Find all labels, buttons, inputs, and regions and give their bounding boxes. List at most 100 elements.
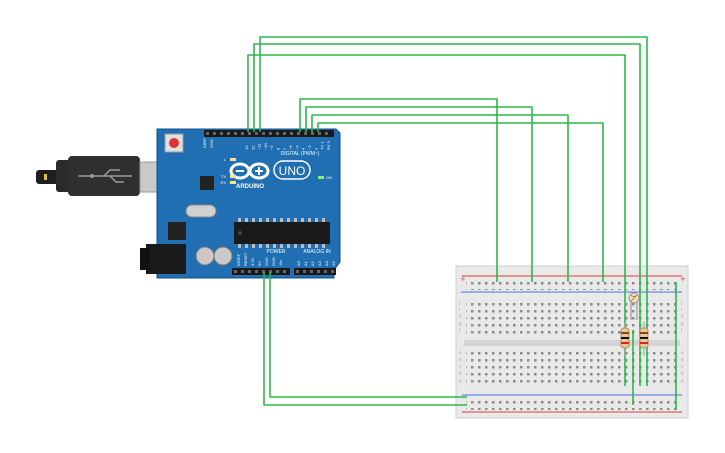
jumper-wires[interactable]	[247, 36, 677, 410]
row-letter: c	[459, 364, 461, 369]
header-hole[interactable]	[269, 270, 272, 273]
wire-5v[interactable]	[263, 272, 467, 406]
header-hole[interactable]	[283, 132, 286, 135]
header-hole[interactable]	[262, 132, 265, 135]
digital-header-holes	[206, 132, 328, 135]
row-letter: a	[681, 378, 684, 383]
brand-label: ARDUINO	[236, 184, 264, 190]
rx-led	[230, 181, 236, 184]
header-hole[interactable]	[283, 270, 286, 273]
bottom-terminal-strip[interactable]	[466, 350, 676, 386]
header-hole[interactable]	[310, 270, 313, 273]
header-hole[interactable]	[324, 270, 327, 273]
capacitor	[195, 246, 215, 266]
digital-pin-label: 8	[276, 147, 281, 150]
photoresistor[interactable]	[628, 292, 640, 320]
center-channel	[464, 340, 680, 346]
header-hole[interactable]	[220, 132, 223, 135]
analog-pin-label: A2	[310, 260, 315, 266]
tx-led	[230, 175, 236, 178]
header-hole[interactable]	[317, 270, 320, 273]
header-hole[interactable]	[318, 132, 321, 135]
power-header[interactable]	[232, 268, 290, 275]
power-pin-label: 5V	[257, 261, 262, 266]
header-hole[interactable]	[241, 270, 244, 273]
row-letter: a	[459, 378, 462, 383]
power-pin-label: IOREF	[236, 253, 241, 266]
header-hole[interactable]	[234, 132, 237, 135]
power-pin-label: Vin	[278, 260, 283, 266]
usb-cable[interactable]	[36, 156, 171, 196]
header-hole[interactable]	[227, 132, 230, 135]
resistor-2[interactable]	[639, 322, 649, 356]
header-hole[interactable]	[290, 132, 293, 135]
header-hole[interactable]	[269, 132, 272, 135]
digital-pin-label: 7	[282, 147, 287, 150]
wire-pin4[interactable]	[311, 114, 569, 282]
power-jack[interactable]	[146, 244, 186, 274]
digital-pin-label: ~5	[294, 145, 299, 150]
header-hole[interactable]	[311, 132, 314, 135]
analog-pin-label: A5	[331, 260, 336, 266]
row-letter: j	[680, 300, 682, 305]
tx-label: TX	[221, 174, 226, 179]
analog-pin-label: A0	[296, 260, 301, 266]
row-letter: b	[681, 371, 684, 376]
header-hole[interactable]	[255, 270, 258, 273]
header-hole[interactable]	[297, 132, 300, 135]
row-letter: f	[681, 328, 683, 333]
row-letter: f	[459, 328, 461, 333]
row-letter: d	[459, 357, 462, 362]
row-letter: i	[681, 307, 682, 312]
rail-minus-label: -	[460, 289, 463, 297]
wire-pin13[interactable]	[247, 54, 626, 386]
wire-pin3[interactable]	[317, 122, 604, 282]
digital-pin-label: 12	[250, 145, 255, 150]
header-hole[interactable]	[304, 132, 307, 135]
row-letter: i	[459, 307, 460, 312]
header-hole[interactable]	[213, 132, 216, 135]
atmega-pins-top	[238, 218, 325, 248]
reset-button-cap[interactable]	[169, 138, 179, 148]
wire-pin6[interactable]	[299, 98, 498, 282]
analog-pin-label: A4	[324, 260, 329, 266]
digital-pin-label: ~10	[263, 142, 268, 150]
header-hole[interactable]	[248, 270, 251, 273]
header-hole[interactable]	[331, 270, 334, 273]
header-hole[interactable]	[296, 270, 299, 273]
wire-pin5[interactable]	[305, 106, 533, 282]
header-hole[interactable]	[255, 132, 258, 135]
digital-pin-label: ~6	[288, 145, 293, 150]
l-led	[230, 158, 236, 161]
bottom-power-rail-holes[interactable]	[466, 397, 678, 410]
header-hole[interactable]	[248, 132, 251, 135]
header-hole[interactable]	[303, 270, 306, 273]
model-label: UNO	[279, 164, 306, 178]
capacitor	[213, 246, 233, 266]
header-hole[interactable]	[234, 270, 237, 273]
digital-pin-label: ~11	[257, 143, 262, 150]
header-hole[interactable]	[262, 270, 265, 273]
power-pin-label: RESET	[243, 252, 248, 266]
crystal	[185, 204, 217, 218]
row-letter: g	[681, 321, 684, 326]
header-hole[interactable]	[276, 132, 279, 135]
header-hole[interactable]	[206, 132, 209, 135]
wire-pin11[interactable]	[259, 36, 648, 386]
wire-gnd[interactable]	[269, 272, 467, 398]
header-hole[interactable]	[241, 132, 244, 135]
digital-header-label: DIGITAL (PWM~)	[281, 151, 320, 157]
wire-pin12[interactable]	[253, 43, 641, 386]
resistor-1[interactable]	[620, 322, 630, 356]
header-hole[interactable]	[325, 132, 328, 135]
power-pin-label: GND	[264, 257, 269, 266]
header-hole[interactable]	[276, 270, 279, 273]
power-header-label: POWER	[267, 249, 286, 255]
row-letter: g	[459, 321, 462, 326]
analog-header[interactable]	[294, 268, 336, 275]
